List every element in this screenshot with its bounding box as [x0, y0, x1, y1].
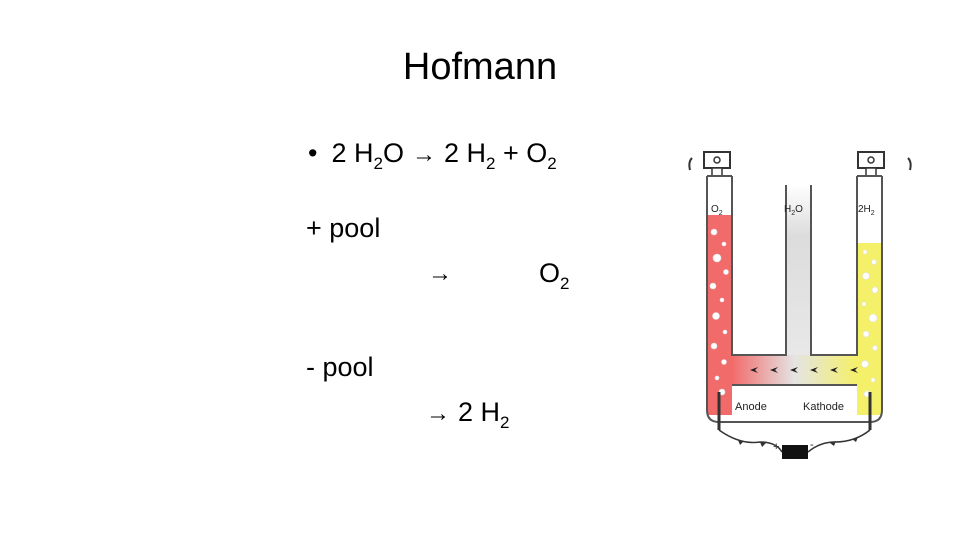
- h2-letters: 2 H: [458, 397, 501, 427]
- tube-labels: O2 H2O 2H2 Anode Kathode + -: [711, 204, 875, 453]
- minus-pool-label: - pool: [306, 352, 374, 382]
- reactant-h: 2 H: [331, 138, 374, 168]
- reaction-arrow-icon: →: [411, 141, 436, 168]
- product-h-subscript: 2: [486, 154, 496, 173]
- middle-tube-label-tail: O: [795, 204, 803, 215]
- plus-pool-label: + pool: [306, 213, 381, 243]
- h2-subscript: 2: [500, 413, 510, 432]
- glass-outline: [706, 175, 883, 423]
- product-plus-o: + O: [495, 138, 548, 168]
- oxygen-bubbles: [709, 228, 729, 396]
- svg-text:O2: O2: [711, 204, 723, 217]
- plus-pool-arrow-icon: →: [420, 255, 460, 291]
- battery-plus-label: +: [773, 441, 779, 453]
- product-h: 2 H: [443, 138, 486, 168]
- product-o-subscript: 2: [547, 154, 557, 173]
- svg-text:2H2: 2H2: [858, 204, 875, 217]
- plus-pool-product: O2: [539, 256, 570, 293]
- minus-pool-product: → 2 H2: [418, 395, 510, 431]
- hofmann-apparatus-diagram: O2 H2O 2H2 Anode Kathode + -: [680, 140, 920, 470]
- slide-title: Hofmann: [402, 46, 558, 88]
- reactant-subscript: 2: [373, 154, 383, 173]
- reactant-o: O: [382, 138, 404, 168]
- cathode-label: Kathode: [803, 401, 844, 413]
- battery-icon: [782, 445, 808, 459]
- anode-label: Anode: [735, 401, 767, 413]
- left-stopcock-icon: [688, 151, 731, 177]
- hofmann-apparatus-svg: O2 H2O 2H2 Anode Kathode + -: [688, 151, 912, 459]
- reaction-equation: •2 H2O→2 H2 + O2: [308, 136, 557, 172]
- left-tube-label-sub: 2: [719, 210, 723, 217]
- middle-tube-label: H: [784, 204, 791, 215]
- left-tube-label: O: [711, 204, 719, 215]
- plus-arrow-glyph: →: [428, 260, 452, 287]
- ion-flow-arrows: [750, 367, 858, 373]
- electrodes: [717, 392, 872, 430]
- middle-reservoir: [786, 185, 811, 355]
- middle-tube-label-sub: 2: [791, 210, 795, 217]
- right-tube-label: 2H: [858, 204, 871, 215]
- right-tube-fluid: [857, 243, 882, 415]
- bullet-point: •: [308, 138, 318, 168]
- svg-text:H2O: H2O: [784, 204, 803, 217]
- o2-subscript: 2: [560, 274, 570, 293]
- battery-minus-label: -: [810, 439, 814, 451]
- right-tube-label-sub: 2: [871, 210, 875, 217]
- o2-letter: O: [539, 258, 561, 288]
- wire-arrows: [738, 437, 858, 447]
- right-stopcock-icon: [857, 151, 912, 177]
- minus-pool-arrow-icon: →: [426, 400, 450, 427]
